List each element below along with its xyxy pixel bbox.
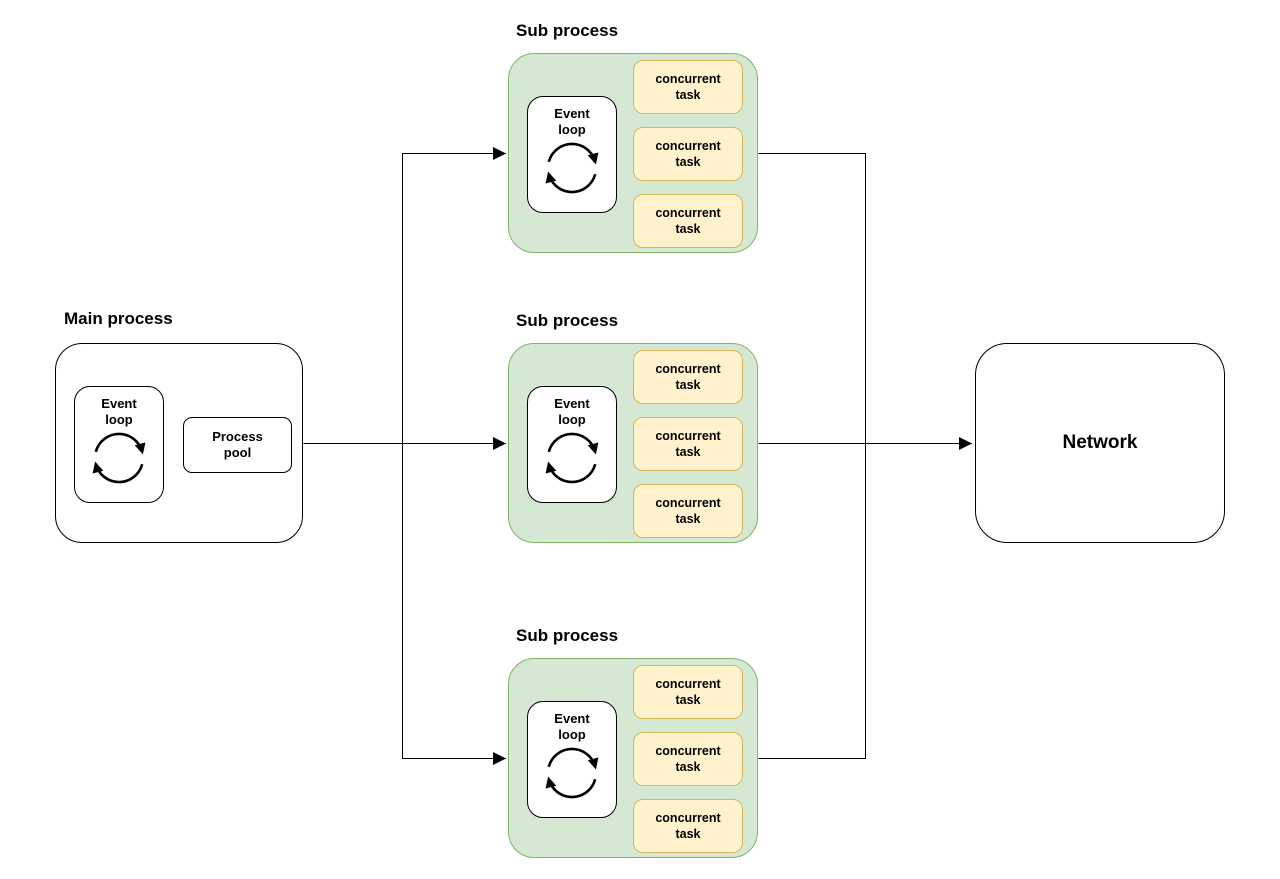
concurrent-task-box: concurrent task (633, 60, 743, 114)
concurrent-task-box: concurrent task (633, 665, 743, 719)
concurrent-task-label: concurrent task (655, 429, 721, 459)
concurrent-task-box: concurrent task (633, 127, 743, 181)
sub-process-1-box: Event loop concurrent task concurrent ta… (508, 53, 758, 253)
concurrent-task-label: concurrent task (655, 811, 721, 841)
event-loop-label: Event loop (101, 396, 137, 427)
concurrent-task-label: concurrent task (655, 139, 721, 169)
connector-branch-to-sub1 (402, 147, 506, 444)
main-process-label: Main process (64, 309, 173, 328)
sub2-task-column: concurrent task concurrent task concurre… (633, 344, 743, 544)
event-loop-label: Event loop (554, 106, 590, 137)
concurrent-task-label: concurrent task (655, 72, 721, 102)
concurrent-task-box: concurrent task (633, 484, 743, 538)
connector-branch-to-sub3 (402, 443, 506, 765)
concurrent-task-box: concurrent task (633, 194, 743, 248)
sub1-event-loop-box: Event loop (527, 96, 617, 213)
connector-sub1-to-join (758, 153, 866, 444)
sub1-task-column: concurrent task concurrent task concurre… (633, 54, 743, 254)
concurrent-task-label: concurrent task (655, 744, 721, 774)
network-box: Network (975, 343, 1225, 543)
main-event-loop-box: Event loop (74, 386, 164, 503)
sub-process-2-box: Event loop concurrent task concurrent ta… (508, 343, 758, 543)
concurrent-task-box: concurrent task (633, 732, 743, 786)
event-loop-cycle-icon (92, 432, 146, 484)
connector-sub3-to-join (758, 443, 866, 759)
sub-process-3-label: Sub process (516, 626, 619, 645)
concurrent-task-label: concurrent task (655, 362, 721, 392)
concurrent-task-box: concurrent task (633, 350, 743, 404)
sub-process-3-box: Event loop concurrent task concurrent ta… (508, 658, 758, 858)
concurrent-task-box: concurrent task (633, 799, 743, 853)
process-pool-box: Process pool (183, 417, 292, 473)
main-process-box: Event loop Process pool (55, 343, 303, 543)
concurrent-task-label: concurrent task (655, 677, 721, 707)
sub3-event-loop-box: Event loop (527, 701, 617, 818)
event-loop-cycle-icon (545, 747, 599, 799)
concurrent-task-box: concurrent task (633, 417, 743, 471)
event-loop-label: Event loop (554, 396, 590, 427)
concurrent-task-label: concurrent task (655, 206, 721, 236)
sub-process-2-label: Sub process (516, 311, 619, 330)
sub-process-1-label: Sub process (516, 21, 619, 40)
process-pool-label: Process pool (212, 429, 263, 460)
sub3-task-column: concurrent task concurrent task concurre… (633, 659, 743, 859)
event-loop-cycle-icon (545, 142, 599, 194)
concurrent-task-label: concurrent task (655, 496, 721, 526)
network-label: Network (1062, 432, 1138, 453)
event-loop-cycle-icon (545, 432, 599, 484)
sub2-event-loop-box: Event loop (527, 386, 617, 503)
event-loop-label: Event loop (554, 711, 590, 742)
